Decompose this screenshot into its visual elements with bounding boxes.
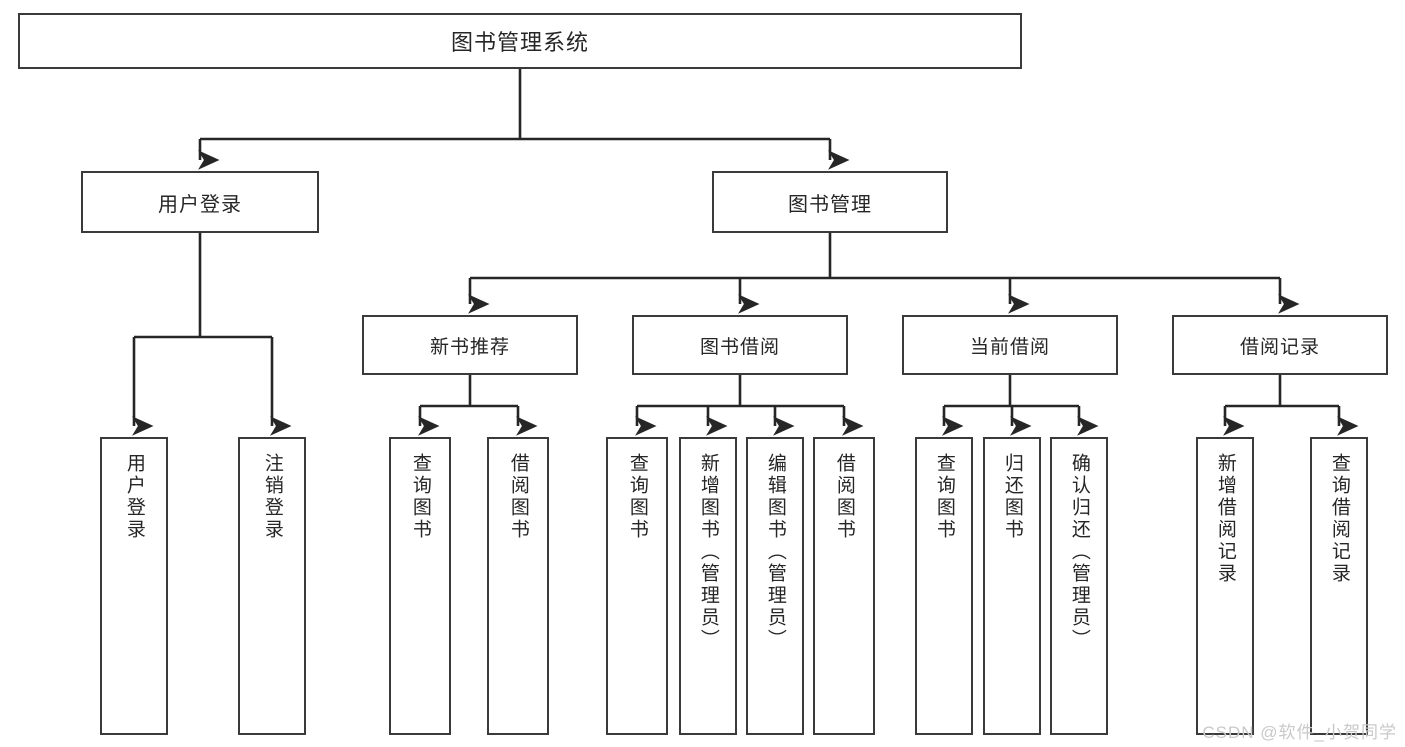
node-borrow-record[interactable]: 借阅记录 [1172, 315, 1388, 375]
node-root-label: 图书管理系统 [450, 30, 589, 55]
node-user-login[interactable]: 用户登录 [81, 171, 319, 233]
watermark: CSDN @软件_小贺同学 [1202, 723, 1397, 742]
leaf-user-login[interactable]: 用户登录 [100, 437, 168, 735]
leaf-confirm-return-admin-label: 确认归还（管理员） [1068, 453, 1090, 651]
leaf-new-query-book-label: 查询图书 [409, 453, 431, 541]
node-book-management[interactable]: 图书管理 [712, 171, 948, 233]
leaf-user-login-label: 用户登录 [123, 453, 145, 541]
leaf-add-borrow-record[interactable]: 新增借阅记录 [1196, 437, 1254, 735]
node-user-login-label: 用户登录 [158, 193, 242, 216]
leaf-borrow-book[interactable]: 借阅图书 [813, 437, 875, 735]
leaf-query-borrow-record-label: 查询借阅记录 [1328, 453, 1350, 585]
leaf-add-borrow-record-label: 新增借阅记录 [1214, 453, 1236, 585]
leaf-add-book-admin-label: 新增图书（管理员） [697, 453, 719, 651]
leaf-borrow-query-book[interactable]: 查询图书 [606, 437, 668, 735]
leaf-new-borrow-book-label: 借阅图书 [507, 453, 529, 541]
leaf-user-logout[interactable]: 注销登录 [238, 437, 306, 735]
node-book-borrow[interactable]: 图书借阅 [632, 315, 848, 375]
leaf-edit-book-admin[interactable]: 编辑图书（管理员） [746, 437, 804, 735]
leaf-add-book-admin[interactable]: 新增图书（管理员） [679, 437, 737, 735]
leaf-new-query-book[interactable]: 查询图书 [389, 437, 451, 735]
node-root[interactable]: 图书管理系统 [18, 13, 1022, 69]
leaf-current-query-book-label: 查询图书 [933, 453, 955, 541]
node-book-borrow-label: 图书借阅 [699, 336, 780, 358]
node-new-book-recommend[interactable]: 新书推荐 [362, 315, 578, 375]
node-book-management-label: 图书管理 [788, 193, 872, 216]
leaf-edit-book-admin-label: 编辑图书（管理员） [764, 453, 786, 651]
leaf-query-borrow-record[interactable]: 查询借阅记录 [1310, 437, 1368, 735]
leaf-confirm-return-admin[interactable]: 确认归还（管理员） [1050, 437, 1108, 735]
leaf-return-book-label: 归还图书 [1001, 453, 1023, 541]
leaf-borrow-book-label: 借阅图书 [833, 453, 855, 541]
leaf-user-logout-label: 注销登录 [261, 453, 283, 541]
leaf-borrow-query-book-label: 查询图书 [626, 453, 648, 541]
node-current-borrow[interactable]: 当前借阅 [902, 315, 1118, 375]
node-borrow-record-label: 借阅记录 [1239, 336, 1320, 358]
node-new-book-recommend-label: 新书推荐 [429, 336, 510, 358]
node-current-borrow-label: 当前借阅 [969, 336, 1050, 358]
leaf-new-borrow-book[interactable]: 借阅图书 [487, 437, 549, 735]
leaf-return-book[interactable]: 归还图书 [983, 437, 1041, 735]
leaf-current-query-book[interactable]: 查询图书 [915, 437, 973, 735]
